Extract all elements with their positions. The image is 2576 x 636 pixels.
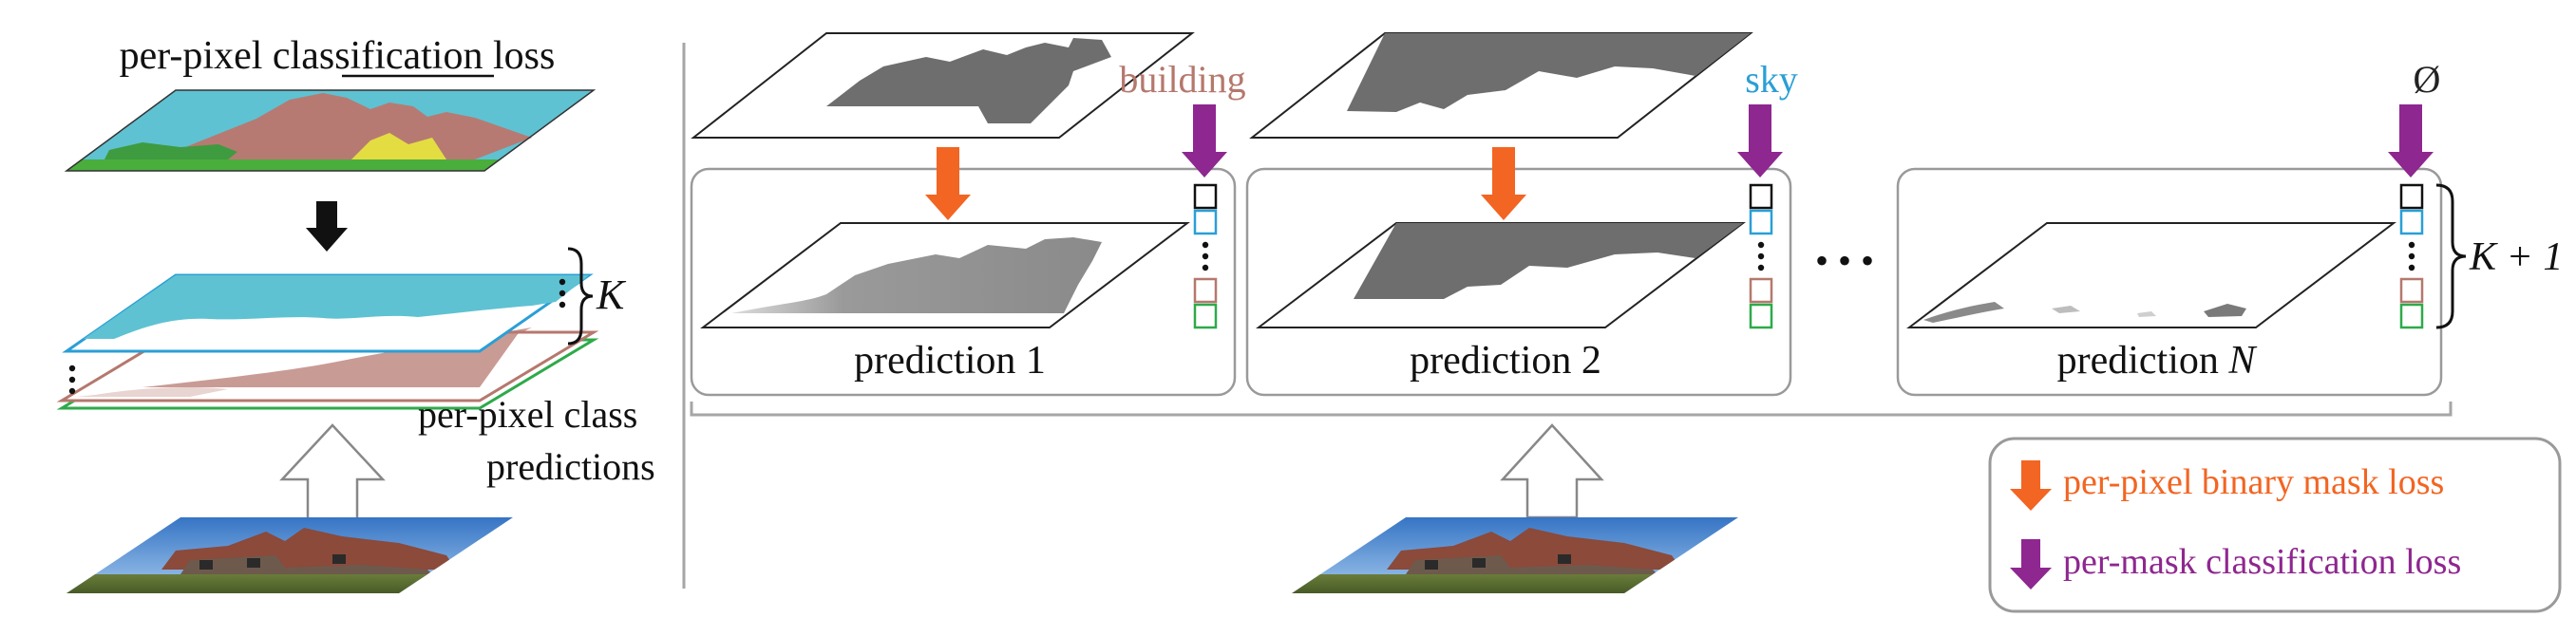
binary-mask-sky bbox=[1249, 32, 1753, 139]
predicted-mask-1 bbox=[700, 222, 1190, 328]
stack-dot-1 bbox=[559, 278, 566, 286]
legend-mask-loss-text: per-pixel binary mask loss bbox=[2063, 462, 2444, 502]
class-prob-column-n bbox=[2399, 183, 2424, 329]
class-predictions-label-2: predictions bbox=[486, 445, 655, 488]
class-label-sky: sky bbox=[1745, 58, 1798, 101]
class-label-no-object: Ø bbox=[2414, 58, 2441, 101]
stack-dot-2 bbox=[559, 290, 566, 297]
semantic-segmentation-map bbox=[64, 89, 597, 172]
classification-arrow bbox=[306, 201, 348, 252]
k-plus-one-brace bbox=[2435, 183, 2467, 329]
mask-loss-arrow-2 bbox=[1481, 147, 1526, 220]
legend-box bbox=[1988, 437, 2562, 613]
legend: per-pixel binary mask loss per-mask clas… bbox=[1988, 437, 2562, 613]
prediction-label-2: prediction 2 bbox=[1410, 339, 1601, 383]
class-label-building: building bbox=[1119, 58, 1245, 101]
prediction-panel-1 bbox=[690, 167, 1237, 397]
legend-orange-arrow-icon bbox=[2010, 460, 2052, 511]
class-prob-column-2 bbox=[1749, 183, 1773, 329]
k-brace bbox=[567, 247, 594, 346]
predicted-mask-n bbox=[1906, 222, 2396, 328]
stack-dot-3 bbox=[559, 301, 566, 309]
panel-ellipsis: • • • bbox=[1815, 239, 1874, 282]
legend-class-loss-text: per-mask classification loss bbox=[2063, 542, 2461, 582]
hollow-arrow-left bbox=[279, 423, 386, 524]
prediction-panel-n bbox=[1896, 167, 2443, 397]
class-loss-arrow-2 bbox=[1737, 104, 1783, 178]
k-label: K bbox=[596, 271, 627, 318]
predicted-mask-2 bbox=[1256, 222, 1746, 328]
class-loss-arrow-n bbox=[2388, 104, 2434, 178]
hollow-arrow-center bbox=[1500, 423, 1604, 519]
input-image-center bbox=[1292, 517, 1738, 593]
panels-bracket bbox=[690, 402, 2453, 417]
class-loss-arrow-1 bbox=[1182, 104, 1227, 178]
legend-purple-arrow-icon bbox=[2010, 539, 2052, 589]
class-predictions-label-1: per-pixel class bbox=[418, 393, 637, 436]
prediction-label-1: prediction 1 bbox=[854, 339, 1046, 383]
prediction-label-n: prediction N bbox=[2057, 339, 2258, 383]
class-prediction-stack bbox=[56, 273, 599, 410]
k-plus-one-label: K + 1 bbox=[2469, 235, 2563, 279]
class-prob-column-1 bbox=[1193, 183, 1218, 329]
prediction-panel-2 bbox=[1245, 167, 1792, 397]
binary-mask-building bbox=[691, 32, 1195, 139]
per-pixel-loss-title: per-pixel classification loss bbox=[120, 34, 556, 78]
mask-loss-arrow-1 bbox=[925, 147, 971, 220]
input-image-left bbox=[66, 517, 513, 593]
